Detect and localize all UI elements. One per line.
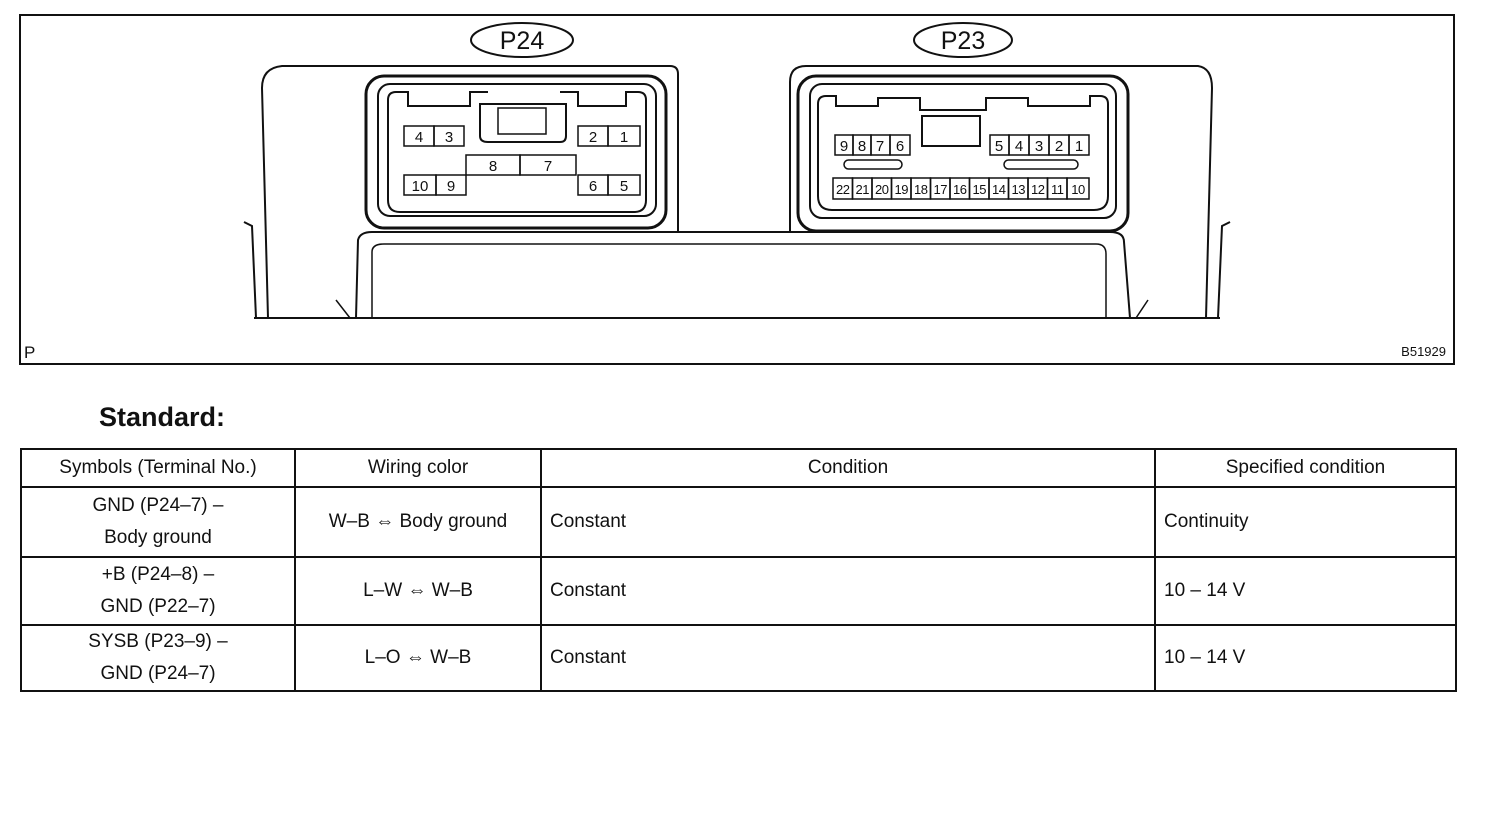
condition-cell: Constant — [540, 486, 1156, 558]
p23-pin: 16 — [953, 182, 967, 197]
corner-letter: P — [24, 343, 35, 362]
p24-pin: 8 — [489, 158, 497, 175]
table-header-row: Symbols (Terminal No.) Wiring color Cond… — [20, 448, 1457, 488]
table-row: +B (P24–8) – GND (P22–7) L–W ⇔ W–B Const… — [20, 556, 1457, 626]
p23-pin: 15 — [973, 182, 987, 197]
p24-pin: 4 — [415, 129, 423, 146]
p23-pin: 8 — [858, 138, 866, 155]
right-clip — [1217, 221, 1231, 319]
symbol-line: GND (P22–7) — [100, 596, 216, 617]
table-row: SYSB (P23–9) – GND (P24–7) L–O ⇔ W–B Con… — [20, 624, 1457, 692]
ecu-inner-lid — [355, 231, 1131, 319]
p23-pin: 18 — [914, 182, 928, 197]
p23-slot-left — [843, 159, 903, 170]
p23-pin: 3 — [1035, 138, 1043, 155]
p24-label-oval — [470, 22, 574, 58]
p23-latch — [921, 115, 981, 147]
p23-pin: 13 — [1012, 182, 1026, 197]
p23-pin: 2 — [1055, 138, 1063, 155]
symbol-cell: +B (P24–8) – GND (P22–7) — [20, 556, 296, 626]
table-row: GND (P24–7) – Body ground W–B ⇔ Body gro… — [20, 486, 1457, 558]
column-header-condition: Condition — [540, 448, 1156, 488]
specified-condition-cell: 10 – 14 V — [1154, 624, 1457, 692]
p24-pin: 2 — [589, 129, 597, 146]
p23-label: P23 — [941, 27, 985, 55]
p23-pin: 12 — [1031, 182, 1045, 197]
left-clip — [243, 221, 257, 319]
specified-condition-cell: 10 – 14 V — [1154, 556, 1457, 626]
p24-pin: 9 — [447, 178, 455, 195]
p24-pin: 7 — [544, 158, 552, 175]
column-header-specified-condition: Specified condition — [1154, 448, 1457, 488]
symbol-line: Body ground — [104, 527, 212, 548]
p24-pin: 6 — [589, 178, 597, 195]
p23-connector: 9 8 7 6 5 4 3 2 1 22 21 20 19 18 17 16 1… — [796, 74, 1130, 233]
symbol-line: SYSB (P23–9) – — [88, 631, 228, 652]
p23-pin: 14 — [992, 182, 1006, 197]
foot-left — [335, 299, 1149, 319]
symbol-line: GND (P24–7) – — [92, 495, 224, 516]
p23-label-oval — [913, 22, 1013, 58]
symbol-cell: SYSB (P23–9) – GND (P24–7) — [20, 624, 296, 692]
wiring-color-cell: W–B ⇔ Body ground — [294, 486, 542, 558]
p24-label: P24 — [500, 27, 545, 55]
p23-pin: 21 — [856, 182, 870, 197]
p24-pin: 3 — [445, 129, 453, 146]
p24-pin: 1 — [620, 129, 628, 146]
p24-latch — [479, 103, 567, 143]
symbol-cell: GND (P24–7) – Body ground — [20, 486, 296, 558]
standard-table: Symbols (Terminal No.) Wiring color Cond… — [20, 448, 1457, 692]
diagram-frame — [19, 14, 1455, 365]
symbol-line: +B (P24–8) – — [101, 564, 215, 585]
p23-pin: 5 — [995, 138, 1003, 155]
p23-pin: 19 — [895, 182, 909, 197]
wiring-color-cell: L–W ⇔ W–B — [294, 556, 542, 626]
p23-pin: 20 — [875, 182, 889, 197]
column-header-wiring-color: Wiring color — [294, 448, 542, 488]
p23-pin: 7 — [876, 138, 884, 155]
p24-pin: 5 — [620, 178, 628, 195]
p23-pin: 17 — [934, 182, 948, 197]
p23-pin: 22 — [836, 182, 850, 197]
p23-pin: 6 — [896, 138, 904, 155]
connector-diagram: P24 P23 4 3 2 1 8 7 10 9 6 5 — [19, 14, 1455, 365]
column-header-symbols: Symbols (Terminal No.) — [20, 448, 296, 488]
ecu-lower-panel — [371, 243, 1107, 318]
p24-connector: 4 3 2 1 8 7 10 9 6 5 — [364, 74, 668, 230]
standard-heading: Standard: — [99, 402, 226, 432]
p24-pin: 10 — [412, 178, 429, 195]
p23-pin: 10 — [1071, 182, 1085, 197]
wiring-color-cell: L–O ⇔ W–B — [294, 624, 542, 692]
p23-pin: 11 — [1051, 182, 1064, 197]
symbol-line: GND (P24–7) — [100, 663, 216, 684]
figure-id: B51929 — [1401, 344, 1446, 359]
p23-pin: 1 — [1075, 138, 1083, 155]
p23-pin: 4 — [1015, 138, 1023, 155]
specified-condition-cell: Continuity — [1154, 486, 1457, 558]
p23-slot-right — [1003, 159, 1079, 170]
condition-cell: Constant — [540, 624, 1156, 692]
p23-pin: 9 — [840, 138, 848, 155]
condition-cell: Constant — [540, 556, 1156, 626]
